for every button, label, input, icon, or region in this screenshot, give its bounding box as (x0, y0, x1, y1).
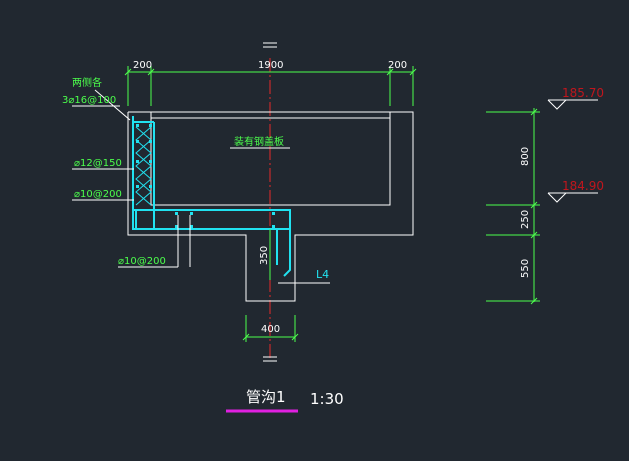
rebar-cage (132, 116, 291, 277)
rebar-label-both-sides-1: 两侧各 (72, 76, 102, 89)
rebar-dots (136, 124, 275, 228)
elevation-mid: 184.90 (562, 179, 604, 193)
rebar-label-r3: ⌀10@200 (118, 256, 166, 267)
beam-label: L4 (316, 268, 329, 281)
center-symbol-bottom (263, 356, 277, 362)
dim-top-right: 200 (388, 60, 407, 71)
center-symbol-top (263, 42, 277, 48)
top-dimension (124, 66, 417, 106)
right-dimension (486, 108, 540, 305)
leader-lines (72, 89, 330, 284)
dim-top-left: 200 (133, 60, 152, 71)
dim-depth: 350 (259, 246, 270, 265)
elevation-marker-mid (547, 192, 598, 203)
rebar-label-r2: ⌀10@200 (74, 189, 122, 200)
drawing-title: 管沟1 (246, 388, 286, 406)
elevation-marker-top (547, 99, 598, 110)
drawing-scale: 1:30 (310, 390, 344, 408)
dim-right-250: 250 (520, 210, 531, 229)
dim-right-800: 800 (520, 147, 531, 166)
bottom-dimension (242, 315, 299, 342)
dim-right-550: 550 (520, 259, 531, 278)
rebar-label-both-sides-2: 3⌀16@100 (62, 95, 116, 106)
elevation-top: 185.70 (562, 86, 604, 100)
dim-top-mid: 1900 (258, 60, 283, 71)
dim-bottom-width: 400 (261, 324, 280, 335)
cover-label: 装有钢盖板 (234, 135, 284, 148)
rebar-label-r1: ⌀12@150 (74, 158, 122, 169)
rebar-zigzag (135, 126, 152, 206)
